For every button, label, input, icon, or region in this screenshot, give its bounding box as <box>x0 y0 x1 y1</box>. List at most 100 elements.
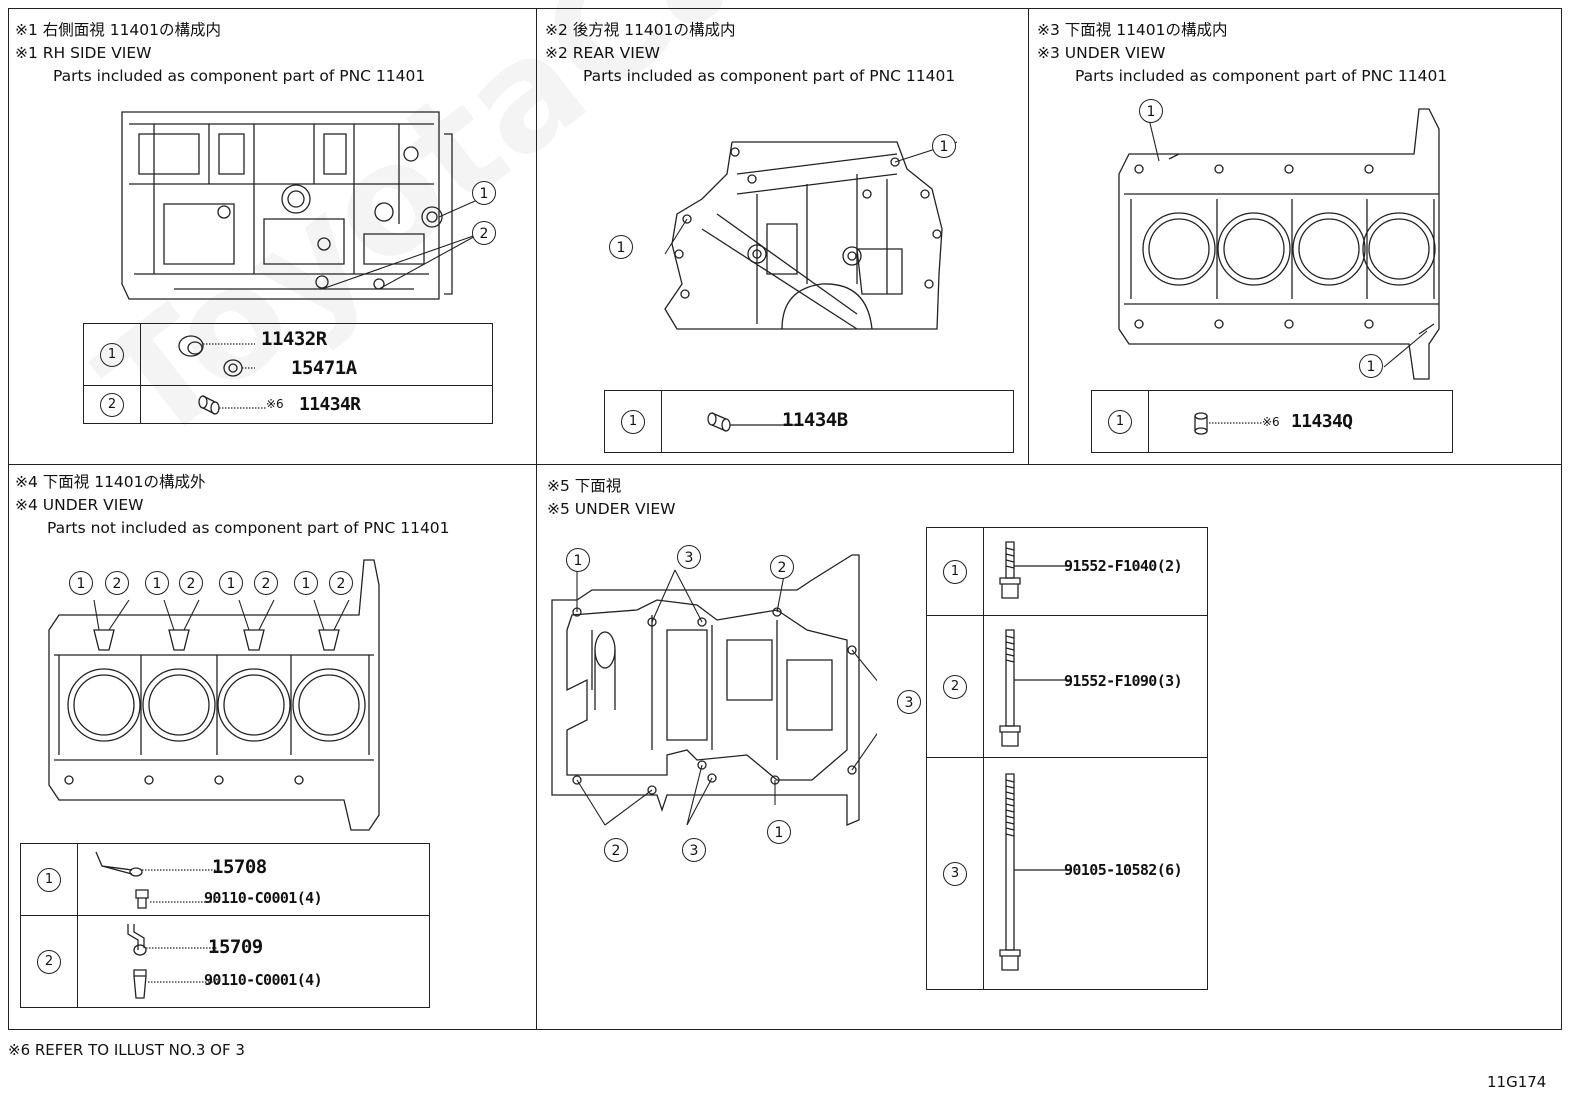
lower-block-illustration <box>551 554 877 826</box>
callout-1: 1 <box>294 571 318 595</box>
row-index: 1 <box>37 867 61 892</box>
row-index: 1 <box>943 559 967 584</box>
illustration-code: 11G174 <box>1487 1073 1547 1091</box>
header-japanese: ※3 下面視 11401の構成内 <box>1037 21 1228 39</box>
header-note: Parts included as component part of PNC … <box>1075 67 1448 85</box>
parts-table: 1 15708 90110-C0001(4) 2 <box>20 843 430 1008</box>
rh-side-view-illustration <box>121 111 485 300</box>
row-index: 2 <box>943 674 967 699</box>
row-index: 2 <box>37 949 61 974</box>
header-view: ※1 RH SIDE VIEW <box>15 44 152 62</box>
panel-under-view-not-included: ※4 下面視 11401の構成外 ※4 UNDER VIEW Parts not… <box>8 464 537 1030</box>
callout-3: 3 <box>897 690 921 714</box>
callout-2: 2 <box>472 221 496 245</box>
row-index-cell: 1 <box>1091 390 1149 453</box>
panel-header: ※2 後方視 11401の構成内 ※2 REAR VIEW Parts incl… <box>545 19 955 88</box>
callout-2: 2 <box>105 571 129 595</box>
row-parts-cell: 15709 90110-C0001(4) <box>77 915 430 1008</box>
part-number[interactable]: 15709 <box>208 936 263 958</box>
part-number[interactable]: 91552-F1090(3) <box>1064 672 1183 690</box>
part-number[interactable]: 90110-C0001(4) <box>204 971 323 989</box>
row-index-cell: 1 <box>83 323 141 386</box>
panel-header: ※3 下面視 11401の構成内 ※3 UNDER VIEW Parts inc… <box>1037 19 1447 88</box>
callout-1: 1 <box>609 235 633 259</box>
callout-2: 2 <box>770 555 794 579</box>
under-view-illustration <box>1118 108 1440 380</box>
bolt-icon <box>999 773 1072 971</box>
callout-1: 1 <box>932 134 956 158</box>
bolt-icon <box>999 541 1072 599</box>
part-number[interactable]: 15471A <box>291 357 357 379</box>
row-index: 1 <box>100 342 124 367</box>
row-parts-cell: ※6 11434R <box>140 385 493 424</box>
header-view: ※3 UNDER VIEW <box>1037 44 1166 62</box>
part-number[interactable]: 11434R <box>299 394 361 415</box>
header-japanese: ※5 下面視 <box>547 477 622 495</box>
under-view-illustration <box>48 559 380 831</box>
callout-2: 2 <box>179 571 203 595</box>
dowel-pin-icon <box>198 395 267 415</box>
header-note: Parts included as component part of PNC … <box>583 67 956 85</box>
row-index-cell: 3 <box>926 757 984 990</box>
row-parts-cell: 90105-10582(6) <box>983 757 1208 990</box>
callout-1: 1 <box>69 571 93 595</box>
parts-table: 1 ※6 11434Q <box>1091 390 1453 453</box>
row-parts-cell: 11432R 15471A <box>140 323 493 386</box>
callout-1: 1 <box>219 571 243 595</box>
row-index-cell: 1 <box>926 527 984 616</box>
callout-3: 3 <box>682 838 706 862</box>
row-index: 1 <box>621 409 645 434</box>
part-number[interactable]: 11434B <box>782 409 848 431</box>
callout-1: 1 <box>566 548 590 572</box>
parts-table: 1 11434B <box>604 390 1014 453</box>
part-number[interactable]: 15708 <box>212 856 267 878</box>
part-number[interactable]: 90110-C0001(4) <box>204 889 323 907</box>
row-index-cell: 2 <box>20 915 78 1008</box>
dowel-pin-icon <box>707 412 796 432</box>
callout-1: 1 <box>472 181 496 205</box>
refer-note: ※6 <box>266 397 284 411</box>
callout-1: 1 <box>1139 99 1163 123</box>
part-number[interactable]: 11434Q <box>1291 411 1353 432</box>
header-japanese: ※1 右側面視 11401の構成内 <box>15 21 222 39</box>
row-index: 2 <box>100 392 124 417</box>
panel-header: ※1 右側面視 11401の構成内 ※1 RH SIDE VIEW Parts … <box>15 19 425 88</box>
callout-2: 2 <box>254 571 278 595</box>
parts-table: 1 11432R 15471A 2 <box>83 323 493 424</box>
row-parts-cell: 11434B <box>661 390 1014 453</box>
header-japanese: ※2 後方視 11401の構成内 <box>545 21 736 39</box>
rear-view-illustration <box>664 141 957 330</box>
oil-jet-icon <box>127 924 218 999</box>
header-view: ※2 REAR VIEW <box>545 44 660 62</box>
footer-note: ※6 REFER TO ILLUST NO.3 OF 3 <box>8 1041 245 1059</box>
panel-header: ※5 下面視 ※5 UNDER VIEW <box>547 475 675 521</box>
panel-header: ※4 下面視 11401の構成外 ※4 UNDER VIEW Parts not… <box>15 471 450 540</box>
header-japanese: ※4 下面視 11401の構成外 <box>15 473 206 491</box>
panel-rh-side-view: ※1 右側面視 11401の構成内 ※1 RH SIDE VIEW Parts … <box>8 8 537 465</box>
part-number[interactable]: 91552-F1040(2) <box>1064 557 1183 575</box>
row-parts-cell: 15708 90110-C0001(4) <box>77 843 430 916</box>
row-parts-cell: 91552-F1090(3) <box>983 615 1208 758</box>
row-index-cell: 2 <box>83 385 141 424</box>
row-parts-cell: ※6 11434Q <box>1148 390 1453 453</box>
row-index: 1 <box>1108 409 1132 434</box>
oil-jet-icon <box>95 851 217 909</box>
part-number[interactable]: 11432R <box>261 328 327 350</box>
row-parts-cell: 91552-F1040(2) <box>983 527 1208 616</box>
dowel-pin-icon <box>1194 412 1263 435</box>
callout-2: 2 <box>604 838 628 862</box>
row-index-cell: 2 <box>926 615 984 758</box>
header-view: ※5 UNDER VIEW <box>547 500 676 518</box>
row-index: 3 <box>943 861 967 886</box>
plug-icon <box>178 335 255 377</box>
callout-3: 3 <box>677 545 701 569</box>
part-number[interactable]: 90105-10582(6) <box>1064 861 1183 879</box>
callout-1: 1 <box>767 820 791 844</box>
header-view: ※4 UNDER VIEW <box>15 496 144 514</box>
header-note: Parts included as component part of PNC … <box>53 67 426 85</box>
row-index-cell: 1 <box>20 843 78 916</box>
callout-1: 1 <box>1359 354 1383 378</box>
refer-note: ※6 <box>1262 415 1280 429</box>
header-note: Parts not included as component part of … <box>47 519 450 537</box>
callout-1: 1 <box>145 571 169 595</box>
